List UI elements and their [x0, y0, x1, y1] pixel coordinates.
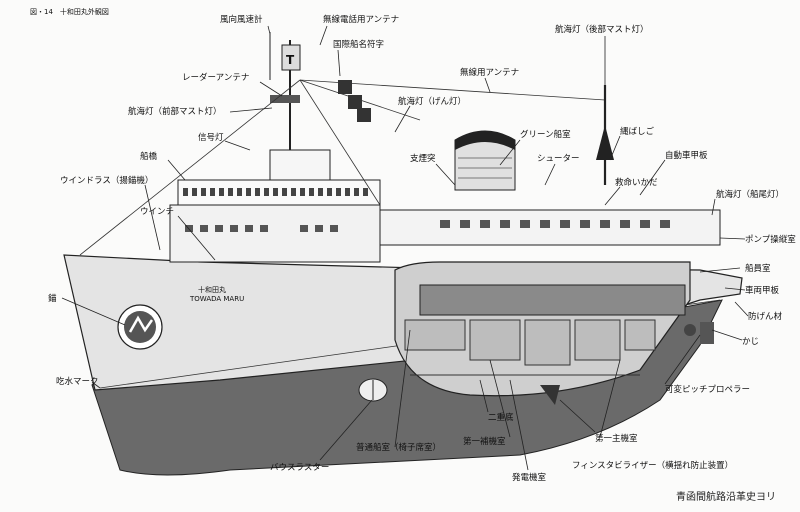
label-green-deck: グリーン船室	[520, 129, 571, 140]
label-ladder: 縄ばしご	[620, 126, 655, 137]
windows-row-1	[183, 188, 368, 196]
label-generator: 発電機室	[512, 472, 547, 483]
label-car-deck: 自動車甲板	[665, 150, 708, 161]
label-radio-ant: 無線用アンテナ	[460, 67, 519, 78]
label-fender: 防げん材	[748, 311, 783, 322]
rig-3	[299, 79, 381, 206]
label-side-light: 航海灯（げん灯）	[398, 96, 466, 107]
label-radar: レーダーアンテナ	[182, 72, 249, 83]
label-engine1: 第一主機室	[595, 433, 638, 444]
label-signal: 信号灯	[198, 132, 224, 143]
signal-flags	[338, 80, 371, 122]
label-callsign: 国際船名符字	[333, 39, 384, 50]
label-chute: シューター	[537, 154, 580, 164]
cutaway-rooms	[404, 319, 656, 366]
label-windlass: ウインドラス（揚錨機）	[60, 175, 153, 186]
bow-emblem-mark	[128, 315, 154, 333]
label-wind: 風向風速計	[220, 14, 263, 25]
stabilizer-fin	[540, 385, 560, 405]
label-rudder: かじ	[742, 337, 759, 347]
label-mast-light-fore: 航海灯（前部マスト灯）	[128, 106, 222, 117]
aft-mast-top	[596, 125, 614, 160]
ship-name-en: TOWADA MARU	[189, 295, 244, 303]
figure-credit: 青函間航路沿革史ヨリ	[676, 490, 776, 503]
rudder	[700, 322, 714, 344]
figure-header: 図・14 十和田丸外観図	[30, 7, 109, 16]
windows-row-2	[185, 225, 338, 232]
mast-box	[281, 44, 301, 71]
deck-1	[169, 204, 381, 263]
label-aux1: 第一補機室	[463, 436, 506, 447]
bow-emblem-inner	[124, 311, 156, 343]
funnel-stripes	[458, 157, 512, 179]
leader-lines	[61, 25, 749, 471]
propeller	[684, 324, 696, 336]
windows-aft	[440, 220, 670, 228]
label-double-bottom: 二重底	[488, 412, 514, 423]
label-ordinary: 普通船室（椅子席室）	[356, 442, 441, 453]
label-draft: 吃水マーク	[56, 376, 99, 387]
label-rail-deck: 車両甲板	[745, 285, 780, 296]
label-mast-light-aft: 航海灯（後部マスト灯）	[555, 24, 649, 35]
ship-name-jp: 十和田丸	[198, 285, 226, 294]
label-anchor: 錨	[48, 293, 57, 304]
label-lifeboat: 救命いかだ	[615, 177, 658, 188]
label-stab: フィンスタビライザー（横揺れ防止装置）	[572, 460, 733, 471]
bridge-deck	[269, 149, 331, 181]
label-bow-thruster: バウスラスター	[270, 463, 329, 473]
label-cpp: 可変ピッチプロペラー	[665, 384, 750, 395]
cutaway-railcars	[419, 284, 686, 316]
label-winch: ウインチ	[140, 207, 174, 217]
funnel-top	[455, 131, 515, 150]
radar-antenna	[270, 95, 300, 103]
label-stern-light: 航海灯（船尾灯）	[716, 189, 784, 200]
label-crew: 船員室	[745, 263, 771, 274]
label-funnel: 支煙突	[410, 153, 436, 164]
label-radiotel: 無線電話用アンテナ	[323, 14, 399, 25]
mast-letter: T	[286, 53, 295, 67]
label-bridge: 船橋	[140, 151, 158, 162]
label-pump: ポンプ操縦室	[745, 234, 796, 245]
